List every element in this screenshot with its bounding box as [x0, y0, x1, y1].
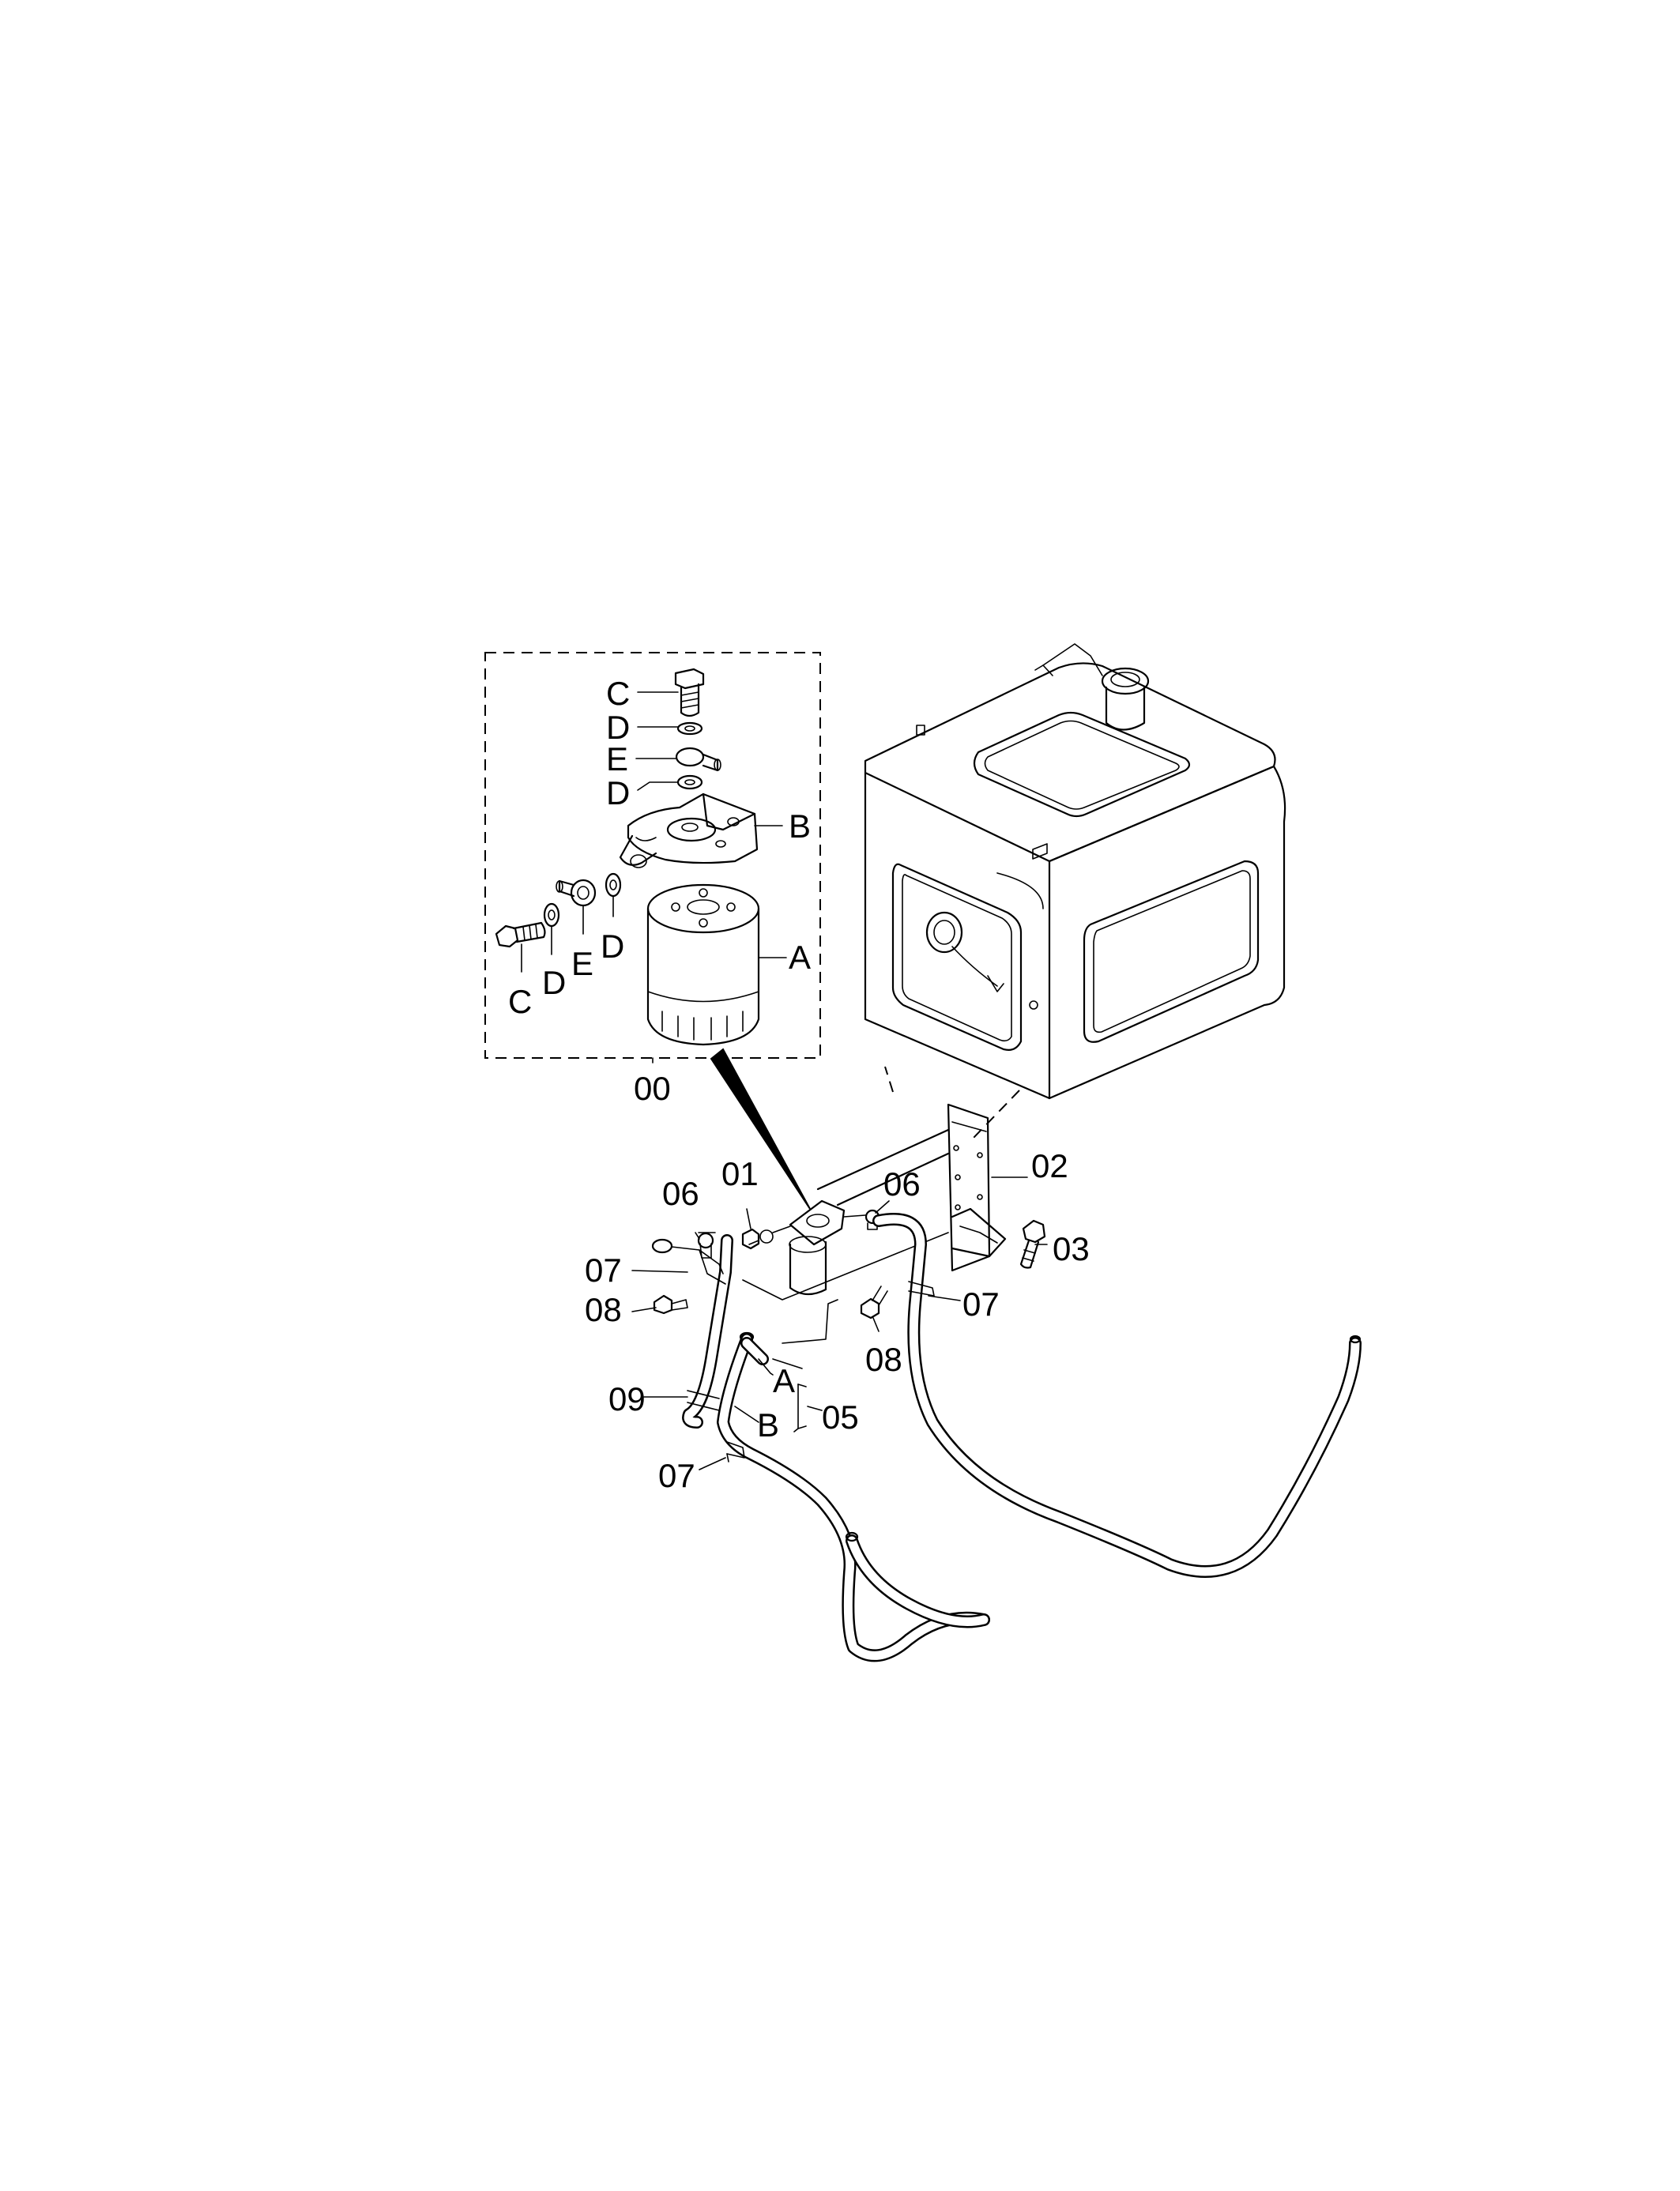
mounting-bracket	[742, 1103, 1007, 1301]
washer-icon	[605, 872, 622, 898]
filler-cap	[1034, 643, 1150, 731]
callout-d-top-1: D	[606, 709, 630, 746]
callout-07-right: 07	[962, 1286, 1000, 1323]
callout-08-mid: 08	[865, 1341, 902, 1378]
filter-head-icon	[619, 792, 759, 868]
fuel-tank	[864, 643, 1286, 1100]
callout-09: 09	[608, 1380, 646, 1417]
mounted-fuel-filter	[741, 1199, 880, 1296]
callout-d-top-2: D	[606, 774, 630, 811]
callout-a-hose: A	[773, 1362, 795, 1399]
fuel-level-gauge	[925, 911, 1004, 992]
washer-icon	[676, 774, 703, 790]
fuel-hoses	[682, 1213, 1362, 1662]
washer-icon	[676, 721, 703, 736]
callout-c-left: C	[508, 983, 532, 1020]
callout-03: 03	[1053, 1230, 1090, 1267]
left-fittings	[651, 1232, 726, 1315]
filter-assembly-detail-box	[484, 652, 821, 1059]
callout-d-left-1: D	[542, 964, 566, 1001]
bolt-icon	[495, 921, 546, 948]
callout-07-left: 07	[585, 1252, 622, 1289]
callout-c-top: C	[606, 675, 630, 712]
callout-02: 02	[1031, 1147, 1068, 1184]
callout-d-left-2: D	[601, 928, 624, 965]
callout-08-left: 08	[585, 1291, 622, 1328]
callout-01: 01	[721, 1155, 759, 1192]
tank-to-bracket-leader	[973, 1090, 1020, 1139]
callout-e-left: E	[571, 945, 593, 982]
callout-b-hose: B	[757, 1406, 779, 1444]
callout-b-filter-head: B	[789, 808, 811, 845]
callout-leaders	[631, 1176, 1048, 1470]
callout-a-filter-element: A	[789, 939, 811, 976]
callout-06-right: 06	[883, 1165, 921, 1203]
detail-leaders	[521, 691, 787, 1064]
banjo-fitting-icon	[556, 879, 597, 907]
callout-05: 05	[822, 1399, 859, 1436]
bolt-icon	[860, 1286, 888, 1319]
bolt-icon	[1019, 1219, 1046, 1269]
callout-06-left: 06	[662, 1175, 699, 1212]
washer-icon	[543, 902, 560, 928]
detail-pointer-arrow	[710, 1048, 811, 1210]
hose-clamps	[687, 1281, 935, 1463]
banjo-fitting-icon	[675, 747, 721, 772]
callout-00: 00	[634, 1070, 671, 1107]
filter-element-icon	[646, 883, 760, 1046]
callout-07-bottom: 07	[658, 1457, 695, 1494]
callout-e-top: E	[606, 740, 628, 777]
bolt-icon	[674, 668, 705, 717]
